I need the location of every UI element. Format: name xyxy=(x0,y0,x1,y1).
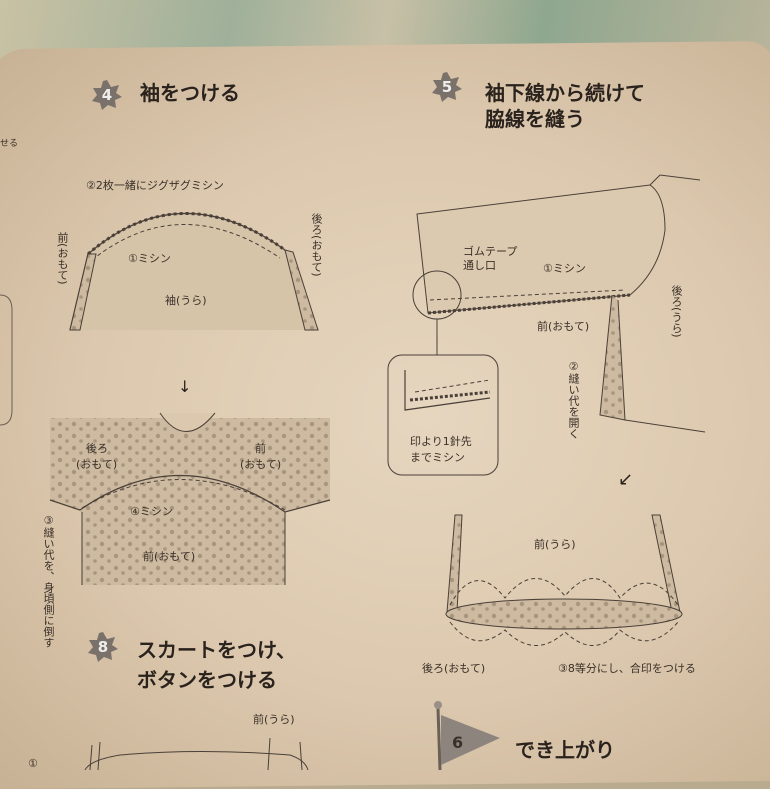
front-label: 前(おもて) xyxy=(56,232,69,285)
arrow-down-icon: ↓ xyxy=(178,377,191,396)
elastic-opening-label-1: ゴムテープ xyxy=(463,245,518,258)
back-wrong-side-label: 後ろ(うら) xyxy=(670,285,683,338)
step-6-title: でき上がり xyxy=(515,738,615,762)
arrow-down-left-icon: ↙ xyxy=(618,469,633,490)
back-right-label: 後ろ(おもて) xyxy=(422,662,486,675)
step-8-badge: 8 xyxy=(88,632,118,662)
back-body-label: 後ろ xyxy=(86,442,108,455)
step-4-badge: 4 xyxy=(92,80,122,110)
back-body-label-side: (おもて) xyxy=(76,458,118,471)
open-seam-label: ②縫い代を開く xyxy=(567,360,580,439)
front-body-label: 前 xyxy=(255,442,266,455)
machine-stitch-5-label: ①ミシン xyxy=(543,262,586,275)
flag-icon xyxy=(434,701,500,770)
edge-text: せる xyxy=(0,139,19,149)
mark-note: ③8等分にし、合印をつける xyxy=(558,662,696,675)
zigzag-label: ②2枚一緒にジグザグミシン xyxy=(86,179,224,192)
step-6-number: 6 xyxy=(452,733,464,752)
front-wrong-label: 前(うら) xyxy=(534,538,576,551)
hem-marking-diagram xyxy=(445,514,683,646)
page-tab xyxy=(0,294,13,426)
step-8-marker: ① xyxy=(28,757,38,770)
sleeve-diagram xyxy=(69,212,319,331)
step-4-title: 袖をつける xyxy=(140,81,240,105)
sewing-diagrams: ↓ ↙ xyxy=(0,174,706,770)
step-5-title-line2: 脇線を縫う xyxy=(485,107,585,131)
elastic-opening-label-2: 通し口 xyxy=(463,259,496,272)
front-right-side-label: 前(おもて) xyxy=(537,320,590,333)
skirt-front-label: 前(うら) xyxy=(253,713,295,726)
step-8-title-line2: ボタンをつける xyxy=(137,668,277,692)
front-body-label-side: (おもて) xyxy=(240,458,282,471)
machine-stitch-4-label: ④ミシン xyxy=(130,505,173,518)
skirt-diagram xyxy=(84,737,309,770)
step-number: 5 xyxy=(441,78,453,96)
body-sleeve-diagram xyxy=(49,412,331,585)
seam-allowance-note: ③縫い代を、身頃側に倒す xyxy=(42,514,55,648)
detail-note-line1: 印より1針先 xyxy=(410,435,472,448)
step-5-title-line1: 袖下線から続けて xyxy=(485,81,645,105)
step-number: 4 xyxy=(101,86,113,104)
machine-stitch-label: ①ミシン xyxy=(128,252,171,265)
step-5-badge: 5 xyxy=(432,72,462,102)
side-seam-diagram xyxy=(387,174,706,476)
step-8-title-line1: スカートをつけ、 xyxy=(137,638,296,662)
step-number: 8 xyxy=(97,638,109,656)
sleeve-label: 袖(うら) xyxy=(165,294,207,307)
back-label: 後ろ(おもて) xyxy=(310,213,323,277)
front-bodice-label: 前(おもて) xyxy=(143,550,196,563)
detail-note-line2: までミシン xyxy=(410,451,465,464)
